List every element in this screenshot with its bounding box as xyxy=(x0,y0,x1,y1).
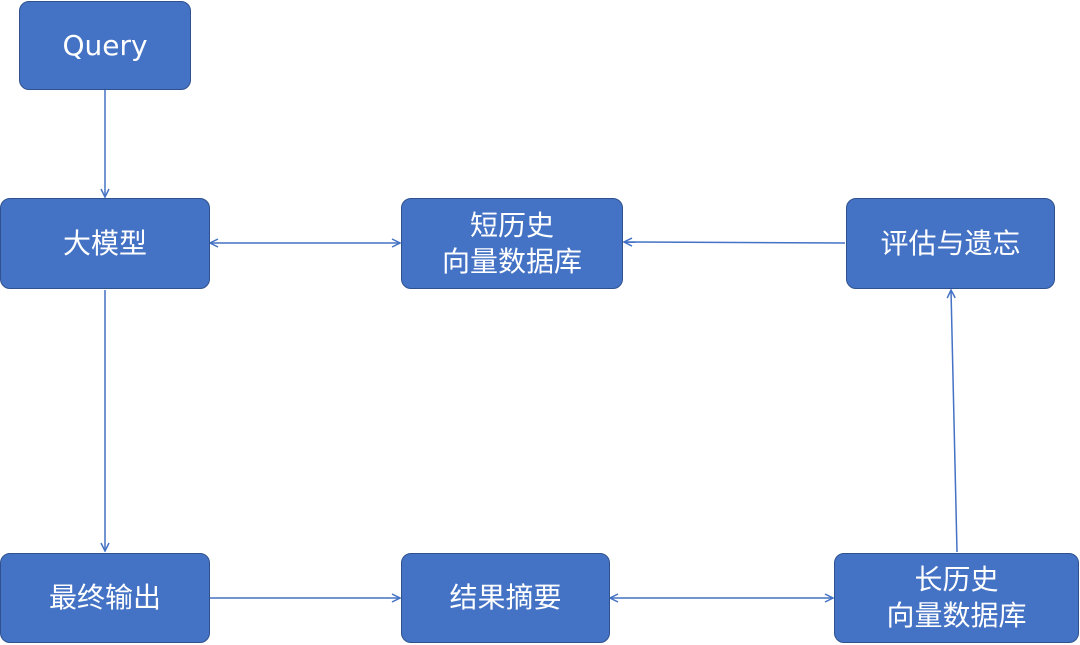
node-llm: 大模型 xyxy=(0,198,210,289)
node-final-output: 最终输出 xyxy=(0,553,210,643)
node-evaluate-label: 评估与遗忘 xyxy=(880,226,1021,260)
node-query-label: Query xyxy=(62,28,148,62)
node-long-history-label-line2: 向量数据库 xyxy=(886,599,1027,632)
node-summary-label: 结果摘要 xyxy=(449,581,562,614)
node-short-history-label-line1: 短历史 xyxy=(469,208,554,242)
node-result-summary: 结果摘要 xyxy=(401,553,610,643)
node-short-history-db: 短历史 向量数据库 xyxy=(401,198,623,289)
edge-evaluate-to-short-db xyxy=(624,242,846,243)
node-output-label: 最终输出 xyxy=(48,581,161,614)
node-query: Query xyxy=(19,1,191,90)
node-long-history-db: 长历史 向量数据库 xyxy=(834,553,1079,643)
edge-long-db-to-evaluate xyxy=(951,290,958,553)
node-long-history-label-line1: 长历史 xyxy=(914,563,999,596)
node-llm-label: 大模型 xyxy=(62,226,147,260)
node-short-history-label-line2: 向量数据库 xyxy=(441,244,582,278)
node-evaluate-forget: 评估与遗忘 xyxy=(846,198,1055,289)
